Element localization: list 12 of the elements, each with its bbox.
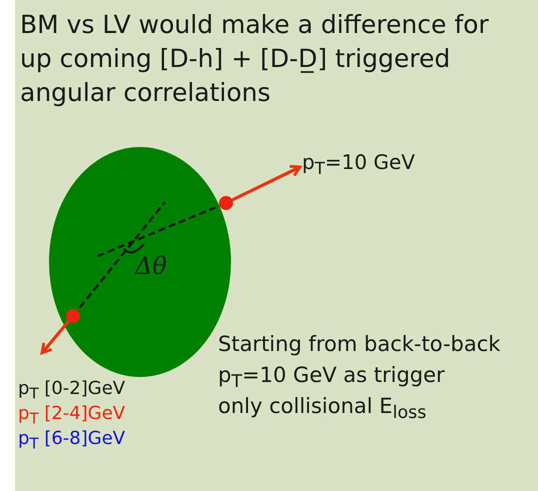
slide-title: BM vs LV would make a difference for up coming [D-h] + [D-D̲] triggered angular correlations bbox=[20, 9, 490, 109]
note-text: p$_{T}$=10 GeV as trigger bbox=[218, 363, 445, 392]
momentum-arrow bbox=[232, 164, 302, 202]
particle-dot bbox=[219, 196, 233, 210]
note-text: only collisional E$_{loss}$ bbox=[218, 394, 426, 424]
note-text: Starting from back-to-back bbox=[218, 332, 500, 356]
momentum-label: p$_{T}$=10 GeV bbox=[302, 150, 415, 178]
legend-entry: p$_{T}$ [2-4]GeV bbox=[18, 403, 126, 428]
legend-entry: p$_{T}$ [6-8]GeV bbox=[18, 428, 126, 453]
momentum-arrow bbox=[40, 320, 70, 354]
legend-entry: p$_{T}$ [0-2]GeV bbox=[18, 378, 126, 403]
angle-label: Δθ bbox=[135, 252, 167, 280]
